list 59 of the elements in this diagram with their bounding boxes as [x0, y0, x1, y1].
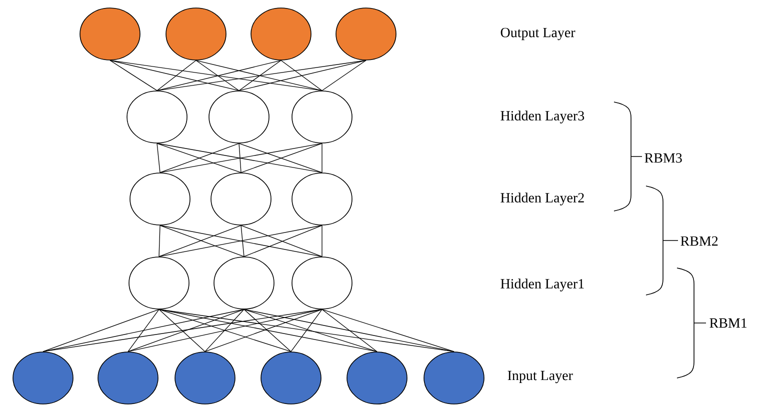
neuron-circle [250, 8, 312, 60]
neuron-circle [98, 352, 158, 404]
connection-line [128, 309, 160, 352]
connection-line [244, 309, 454, 352]
connection-line [128, 309, 322, 352]
neuron-circle [130, 172, 190, 226]
connection-line [42, 309, 160, 352]
connection-line [196, 60, 240, 91]
connection-line [128, 309, 244, 352]
neuron-circle [260, 352, 322, 404]
connection-line [322, 60, 366, 91]
layer-label: Input Layer [508, 370, 573, 384]
connection-line [158, 225, 160, 257]
rbm-label: RBM1 [710, 318, 747, 328]
connection-line [158, 309, 378, 352]
connection-line [280, 60, 322, 91]
connection-line [110, 60, 158, 91]
neuron-circle [292, 90, 352, 144]
neuron-circle [292, 172, 352, 226]
neuron-circle [336, 8, 396, 60]
connection-line [196, 60, 322, 91]
layer-label: Hidden Layer2 [500, 192, 584, 206]
neuron-circle [292, 256, 352, 310]
layer-label: Hidden Layer1 [500, 278, 584, 292]
connection-line [42, 309, 322, 352]
connection-line [156, 60, 366, 91]
connection-line [322, 309, 454, 352]
connection-line [240, 225, 244, 257]
layer-label: Hidden Layer3 [500, 110, 584, 124]
rbm-label: RBM3 [644, 153, 682, 163]
neuron-circle [424, 352, 484, 404]
connection-line [244, 309, 292, 352]
rbm-label: RBM2 [680, 236, 718, 246]
neuron-circle [12, 352, 74, 404]
connection-line [244, 309, 378, 352]
connection-line [204, 309, 322, 352]
connection-line [238, 60, 282, 91]
connection-line [238, 143, 242, 173]
connection-line [156, 143, 160, 173]
connection-line [158, 309, 206, 352]
layer-label: Output Layer [500, 28, 576, 40]
neuron-circle [214, 256, 274, 310]
connection-line [42, 309, 244, 352]
connection-line [290, 309, 322, 352]
connection-line [110, 60, 240, 91]
neuron-circle [128, 256, 190, 310]
neuron-circle [174, 352, 236, 404]
neuron-circle [80, 8, 140, 60]
neuron-circle [346, 352, 408, 404]
connection-line [322, 309, 378, 352]
connection-line [204, 309, 244, 352]
neuron-circle [208, 90, 270, 144]
connection-line [156, 60, 282, 91]
neuron-circle [210, 172, 272, 226]
neuron-circle [126, 90, 188, 144]
neuron-circle [166, 8, 226, 60]
connection-line [238, 60, 366, 91]
connection-line [158, 309, 292, 352]
connection-line [156, 60, 196, 91]
